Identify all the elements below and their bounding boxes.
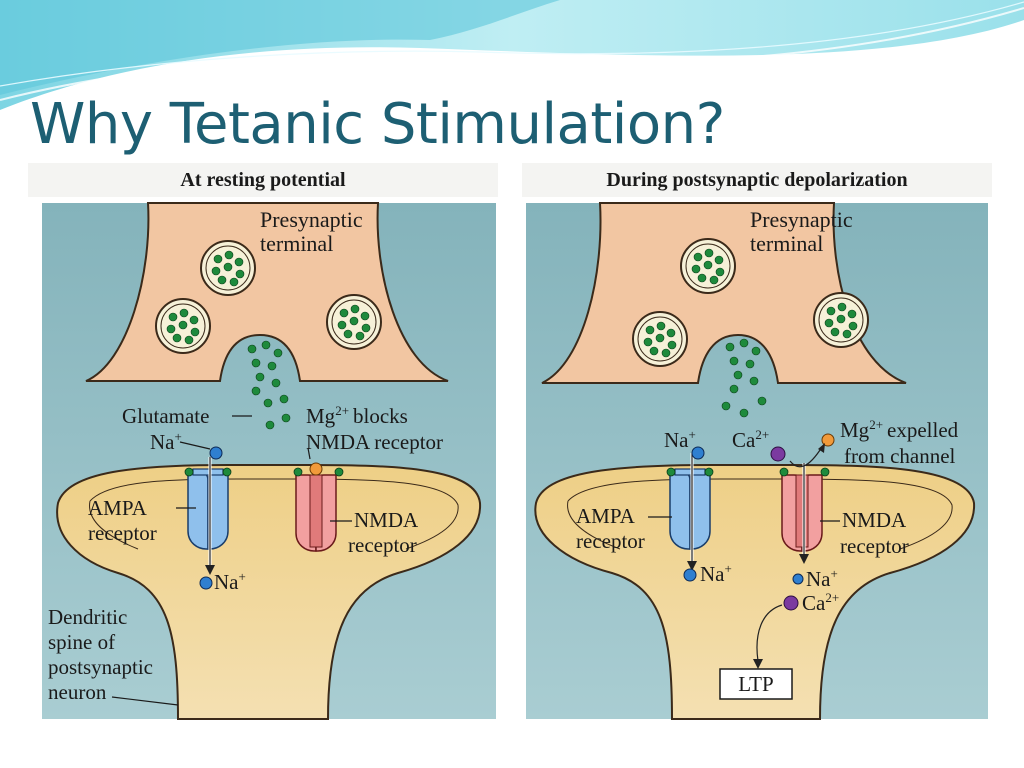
synaptic-vesicle [813, 292, 869, 348]
label-na-top: Na+ [664, 427, 696, 452]
ca-ion [783, 595, 799, 611]
label-from-channel: from channel [844, 444, 956, 468]
na-ion [691, 446, 705, 460]
label-dendritic: Dendritic [48, 605, 127, 629]
label-presynaptic: Presynaptic [260, 207, 363, 232]
slide-title: Why Tetanic Stimulation? [30, 92, 725, 157]
label-na-bottom: Na+ [700, 561, 732, 586]
depolarization-diagram: Presynaptic terminal Na+ Ca2+ Mg2+expell… [526, 202, 988, 720]
ltp-arrow [756, 604, 783, 662]
postsynaptic-spine [56, 464, 482, 720]
ampa-receptor [666, 467, 714, 550]
released-glutamate [721, 338, 767, 418]
panel-heading-resting: At resting potential [28, 163, 498, 197]
label-glutamate: Glutamate [122, 404, 209, 428]
synaptic-vesicle [155, 298, 211, 354]
label-ampa-receptor: receptor [576, 529, 645, 553]
label-postsynaptic: postsynaptic [48, 655, 153, 679]
label-ca-bottom: Ca2+ [802, 590, 839, 615]
ltp-box [719, 668, 793, 700]
header-wave-light [0, 0, 560, 95]
label-mg-blocks: Mg2+blocks [306, 403, 408, 428]
label-presynaptic: Presynaptic [750, 207, 853, 232]
label-na-bottom: Na+ [214, 569, 246, 594]
label-na-bottom-2: Na+ [806, 566, 838, 591]
mg-ion [309, 462, 323, 476]
na-ion [209, 446, 223, 460]
ca-ion [770, 446, 786, 462]
na-ion [683, 568, 697, 582]
synaptic-vesicle [200, 240, 256, 296]
label-ampa: AMPA [576, 504, 636, 528]
label-nmda: NMDA [354, 508, 419, 532]
na-ion [792, 573, 804, 585]
header-wave-line [0, 7, 1024, 101]
label-nmda-receptor: receptor [348, 533, 417, 557]
na-ion [199, 576, 213, 590]
ampa-receptor [184, 467, 232, 550]
panel-heading-depolarization: During postsynaptic depolarization [522, 163, 992, 197]
label-nmda-receptor-line: NMDA receptor [306, 430, 443, 454]
label-na-top: Na+ [150, 429, 182, 454]
label-spine-of: spine of [48, 630, 115, 654]
label-mg-expelled: Mg2+expelled [840, 417, 959, 442]
resting-potential-diagram: Presynaptic terminal Glutamate Na+ Mg2+b… [42, 202, 496, 720]
label-neuron: neuron [48, 680, 107, 704]
label-ltp: LTP [738, 672, 773, 696]
released-glutamate [247, 340, 291, 430]
label-terminal: terminal [750, 231, 823, 256]
label-ampa: AMPA [88, 496, 148, 520]
panel-postsynaptic-depolarization: Presynaptic terminal Na+ Ca2+ Mg2+expell… [522, 163, 992, 723]
mg-expelled-arrow [789, 446, 823, 468]
label-nmda: NMDA [842, 508, 907, 532]
synaptic-vesicle [680, 238, 736, 294]
label-ampa-receptor: receptor [88, 521, 157, 545]
label-ca-top: Ca2+ [732, 427, 769, 452]
synaptic-vesicle [326, 294, 382, 350]
label-nmda-receptor: receptor [840, 534, 909, 558]
nmda-receptor [293, 467, 344, 552]
synaptic-vesicle [632, 311, 688, 367]
nmda-flow-arrow [799, 463, 809, 564]
label-terminal: terminal [260, 231, 333, 256]
na-flow-arrow [205, 457, 215, 575]
panel-resting-potential: Presynaptic terminal Glutamate Na+ Mg2+b… [28, 163, 498, 723]
postsynaptic-spine [534, 464, 976, 720]
na-flow-arrow [687, 453, 697, 571]
